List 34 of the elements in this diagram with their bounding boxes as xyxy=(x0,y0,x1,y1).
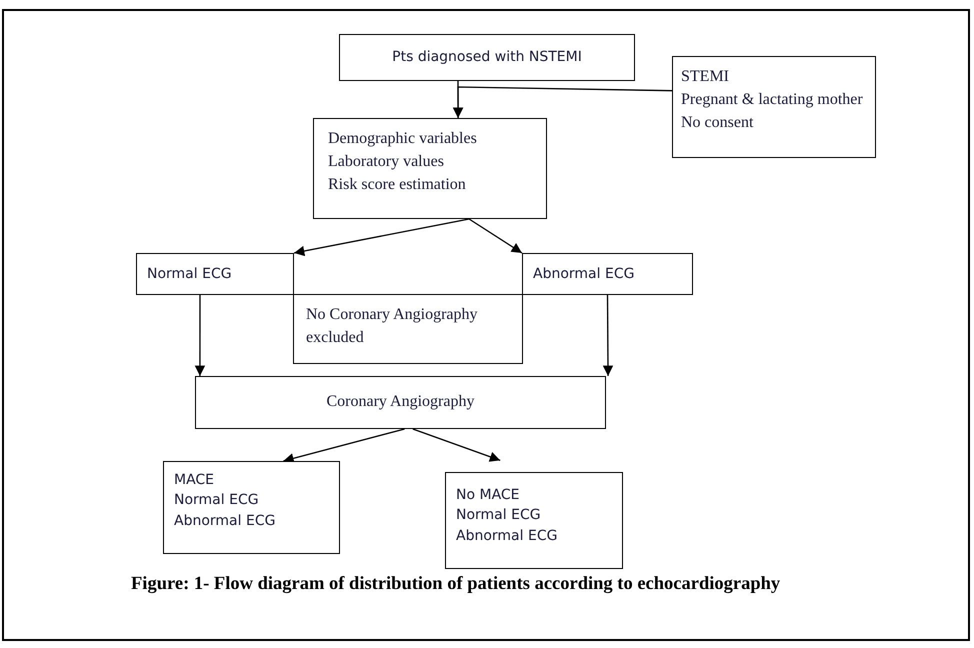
figure-caption: Figure: 1- Flow diagram of distribution of patients according to echocardiography xyxy=(131,574,780,595)
box-text: Risk score estimation xyxy=(328,175,467,196)
flow-box xyxy=(136,253,294,295)
arrow xyxy=(602,295,614,376)
box-text: No Coronary Angiography excluded xyxy=(306,305,479,348)
box-text: Demographic variables xyxy=(328,129,478,149)
box-text: Abnormal ECG xyxy=(533,265,636,284)
box-text: Normal ECG xyxy=(456,506,542,526)
flow-box xyxy=(445,472,623,569)
arrow xyxy=(452,86,672,118)
box-text: Pregnant & lactating mother xyxy=(681,90,864,110)
box-text: STEMI xyxy=(681,67,730,87)
arrow xyxy=(412,428,500,462)
flow-box xyxy=(672,56,876,158)
box-text: Abnormal ECG xyxy=(456,526,558,546)
flow-box xyxy=(313,118,547,219)
flow-box xyxy=(163,461,340,554)
box-text: Normal ECG xyxy=(147,265,233,284)
arrow xyxy=(283,428,405,464)
arrow xyxy=(294,218,470,256)
flow-box xyxy=(339,34,635,81)
box-text: Coronary Angiography xyxy=(326,392,476,412)
arrow xyxy=(194,295,206,376)
box-text: Laboratory values xyxy=(328,152,445,172)
flow-box xyxy=(293,294,523,364)
box-text: Normal ECG xyxy=(174,491,260,510)
box-text: No MACE xyxy=(456,486,521,505)
box-text: No consent xyxy=(681,113,754,134)
flow-box xyxy=(522,253,693,295)
arrow xyxy=(468,218,522,254)
flow-box xyxy=(195,376,606,429)
box-text: MACE xyxy=(174,471,216,490)
box-text: Abnormal ECG xyxy=(174,512,276,531)
box-text: Pts diagnosed with NSTEMI xyxy=(391,48,583,67)
